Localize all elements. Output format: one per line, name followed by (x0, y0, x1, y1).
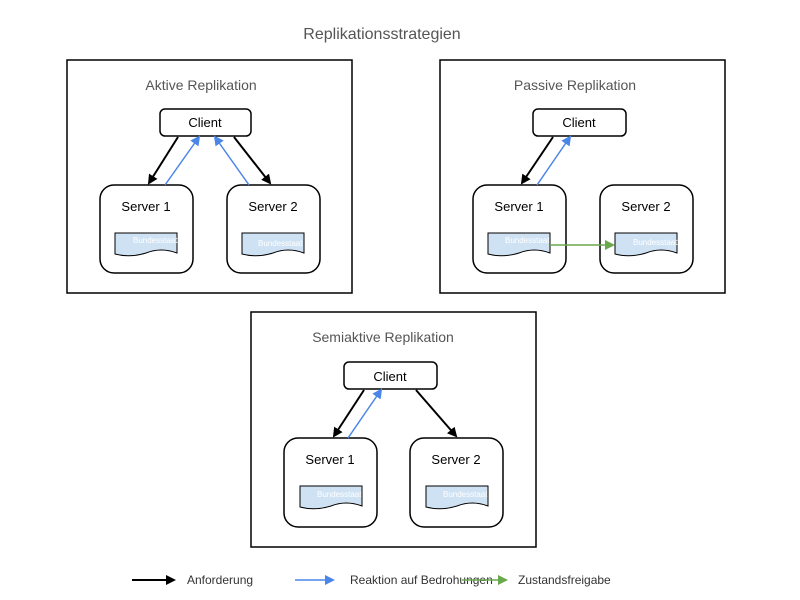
client-node (343, 361, 438, 390)
document-icon (299, 485, 363, 510)
panel-semiactive-replication: Semiaktive Replikation Client Server 1 B… (250, 311, 537, 548)
document-icon (425, 485, 489, 510)
legend-reaction-label: Reaktion auf Bedrohungen (350, 573, 493, 587)
legend: Anforderung Reaktion auf Bedrohungen Zus… (132, 573, 611, 587)
document-label: Bundesstaat (317, 490, 362, 499)
reaction-arrow (213, 135, 250, 186)
panel-passive-replication: Passive Replikation Client Server 1 Bund… (439, 59, 726, 294)
server1-label: Server 1 (305, 452, 354, 467)
server2-label: Server 2 (621, 199, 670, 214)
server2-label: Server 2 (248, 199, 297, 214)
client-node (159, 108, 252, 137)
legend-request-label: Anforderung (187, 573, 253, 587)
document-label: Bundesstaat (443, 490, 488, 499)
reaction-arrow (347, 388, 383, 439)
request-arrow (147, 136, 179, 185)
server2-label: Server 2 (431, 452, 480, 467)
document-icon (487, 232, 551, 257)
server1-label: Server 1 (121, 199, 170, 214)
document-icon (114, 232, 178, 257)
request-arrow (415, 389, 458, 438)
panel-title: Aktive Replikation (145, 77, 256, 93)
panel-title: Semiaktive Replikation (312, 329, 454, 345)
client-label: Client (562, 115, 596, 130)
legend-state-label: Zustandsfreigabe (518, 573, 611, 587)
document-label: Bundesstaat (505, 236, 550, 245)
client-label: Client (373, 369, 407, 384)
panel-active-replication: Aktive Replikation Client Server 1 Bunde… (66, 59, 353, 294)
reaction-arrow (536, 135, 572, 186)
diagram-title: Replikationsstrategien (303, 26, 460, 43)
document-icon (241, 232, 305, 257)
client-label: Client (188, 115, 222, 130)
reaction-arrow (164, 135, 201, 186)
document-label: Bundesstaat (133, 236, 178, 245)
request-arrow (233, 136, 272, 185)
document-label: Bundesstaat (633, 238, 678, 247)
panel-title: Passive Replikation (514, 77, 636, 93)
server1-label: Server 1 (494, 199, 543, 214)
request-arrow (332, 389, 365, 438)
request-arrow (520, 136, 554, 185)
document-label: Bundesstaat (258, 239, 303, 248)
client-node (532, 108, 627, 137)
document-icon (614, 232, 678, 257)
